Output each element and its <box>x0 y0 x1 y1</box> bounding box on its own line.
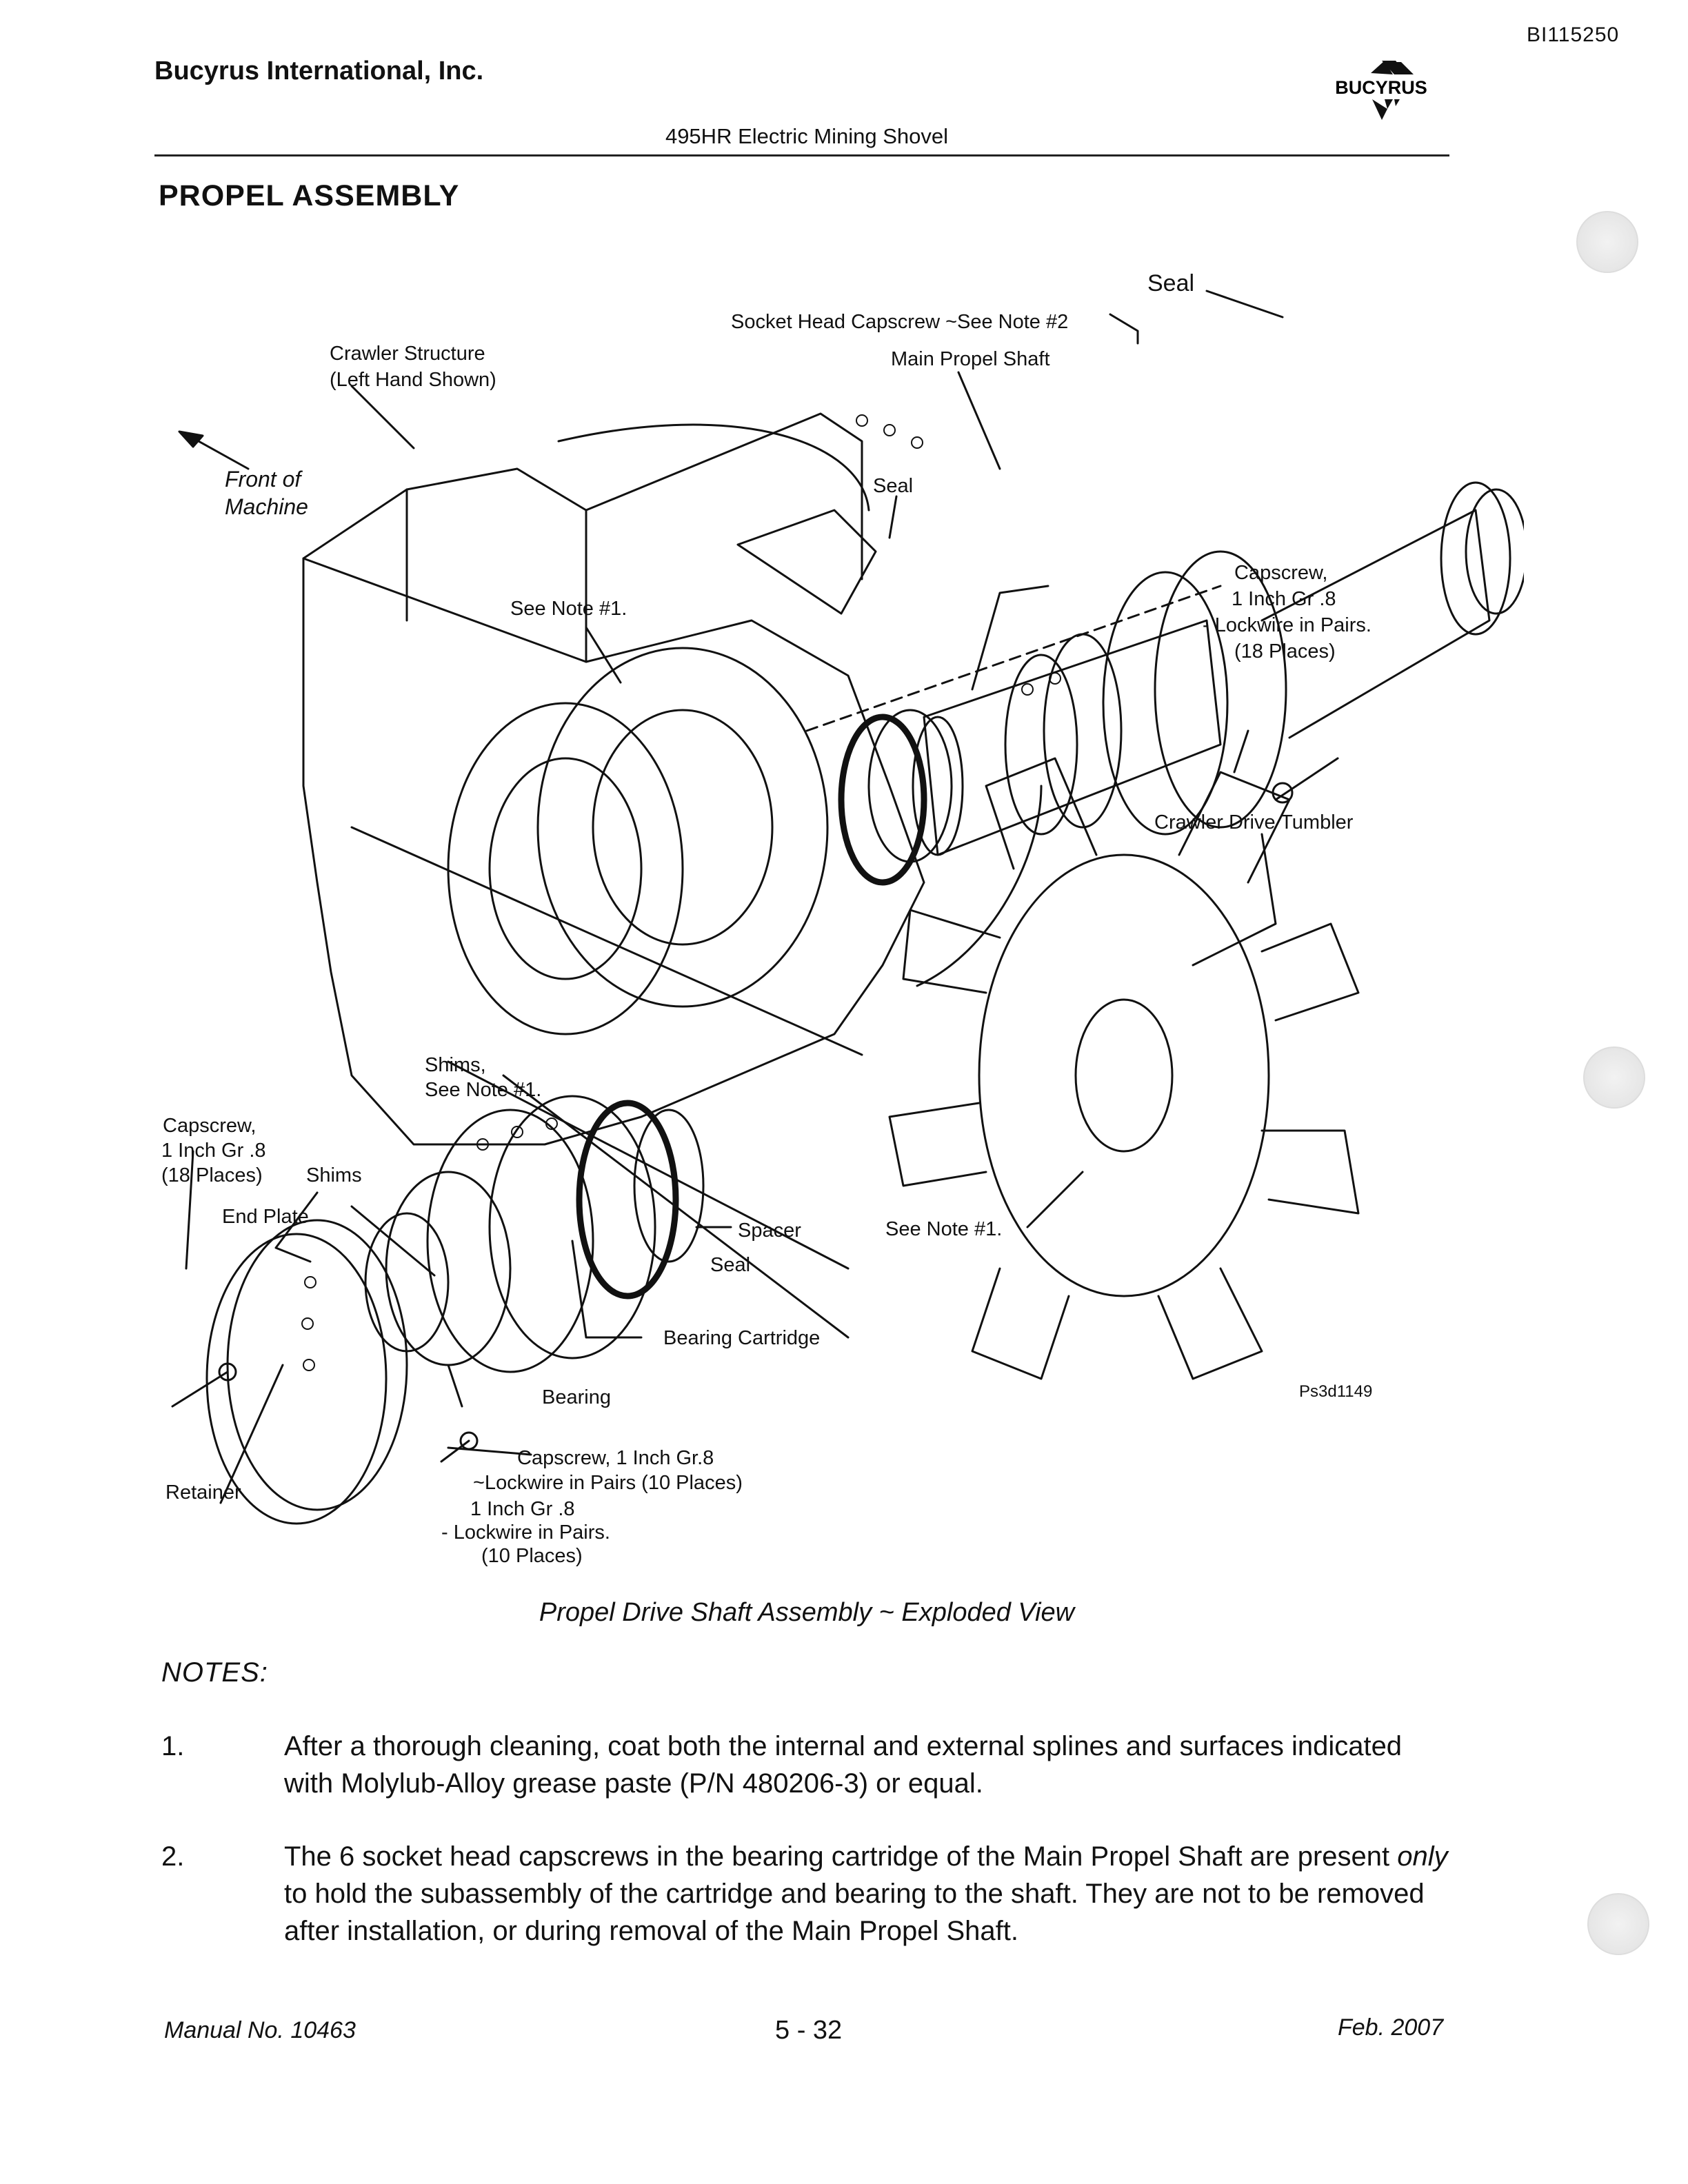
publication-date: Feb. 2007 <box>1338 2014 1444 2041</box>
label-capscrew-right: Capscrew, <box>1234 562 1327 584</box>
note-emphasis: only <box>1397 1841 1448 1872</box>
label-capscrew-bottom: Capscrew, 1 Inch Gr.8 <box>517 1447 714 1469</box>
shaft-splines <box>1004 654 1078 836</box>
label-spacer: Spacer <box>738 1220 801 1242</box>
shaft-spline-end <box>1440 481 1511 636</box>
main-propel-shaft <box>923 619 1222 856</box>
label-figure-ref: Ps3d1149 <box>1299 1382 1372 1401</box>
note-text: The 6 socket head capscrews in the beari… <box>284 1838 1456 1950</box>
company-name: Bucyrus International, Inc. <box>154 57 484 85</box>
label-socket-capscrew: Socket Head Capscrew ~See Note #2 <box>731 311 1068 333</box>
seal-ring-low <box>576 1100 679 1300</box>
page-number: 5 - 32 <box>775 2016 843 2045</box>
label-end-plate: End Plate <box>222 1206 309 1228</box>
label-shims: Shims <box>306 1164 362 1186</box>
note-text-before: The 6 socket head capscrews in the beari… <box>284 1841 1398 1872</box>
label-capscrew-left-grade: 1 Inch Gr .8 <box>161 1140 266 1162</box>
label-shims-note-ref: See Note #1. <box>425 1079 541 1101</box>
spacer <box>633 1109 705 1263</box>
label-see-note-1-top: See Note #1. <box>510 598 627 620</box>
logo-wordmark: BUCYRUS <box>1335 77 1427 98</box>
crawler-drive-tumbler <box>978 853 1270 1297</box>
note-text-after: to hold the subassembly of the cartridge… <box>284 1879 1425 1946</box>
label-see-note-1-tumbler: See Note #1. <box>885 1218 1002 1240</box>
label-capscrew-left: Capscrew, <box>163 1115 256 1137</box>
label-capscrew-bottom-grade: 1 Inch Gr .8 <box>470 1498 575 1520</box>
label-seal-mid: Seal <box>873 475 913 497</box>
label-capscrew-bottom-lockwire-2: - Lockwire in Pairs. <box>441 1521 610 1544</box>
section-title: PROPEL ASSEMBLY <box>159 179 460 212</box>
punch-hole <box>1576 211 1638 273</box>
crawler-structure <box>302 557 925 1146</box>
label-seal-top: Seal <box>1147 270 1194 296</box>
label-main-propel-shaft: Main Propel Shaft <box>891 348 1050 370</box>
figure-caption: Propel Drive Shaft Assembly ~ Exploded V… <box>539 1598 1075 1627</box>
label-left-hand-shown: (Left Hand Shown) <box>330 369 496 391</box>
punch-hole <box>1587 1893 1649 1955</box>
exploded-view-figure: Seal Socket Head Capscrew ~See Note #2 M… <box>161 270 1524 1567</box>
bucyrus-logo: BUCYRUS <box>1335 61 1427 120</box>
note-number: 1. <box>161 1731 185 1761</box>
retainer <box>205 1233 388 1525</box>
label-retainer: Retainer <box>165 1482 241 1504</box>
bearing-cartridge-top <box>1102 571 1229 836</box>
seal-ring-mid <box>838 714 927 886</box>
label-capscrew-right-lockwire: - Lockwire in Pairs. <box>1203 614 1372 636</box>
label-bearing: Bearing <box>542 1386 611 1408</box>
label-shims-see-note: Shims, <box>425 1054 486 1076</box>
label-capscrew-right-places: (18 Places) <box>1234 640 1336 663</box>
label-capscrew-bottom-lockwire: ~Lockwire in Pairs (10 Places) <box>473 1472 743 1494</box>
label-seal-low: Seal <box>710 1254 750 1276</box>
manual-number: Manual No. 10463 <box>164 2017 356 2043</box>
label-machine: Machine <box>225 494 308 519</box>
label-capscrew-left-places: (18 Places) <box>161 1164 263 1186</box>
crawler-bore-outer <box>536 647 829 1008</box>
note-number: 2. <box>161 1841 185 1872</box>
document-subtitle: 495HR Electric Mining Shovel <box>665 124 949 148</box>
label-crawler-drive-tumbler: Crawler Drive Tumbler <box>1154 811 1354 833</box>
label-bearing-cartridge: Bearing Cartridge <box>663 1327 820 1349</box>
bearing-flange-left <box>447 702 684 1035</box>
label-front-of: Front of <box>225 467 303 492</box>
bearing-cartridge-lower <box>426 1109 594 1373</box>
notes-heading: NOTES: <box>161 1657 268 1688</box>
label-crawler-structure: Crawler Structure <box>330 343 485 365</box>
document-id: BI115250 <box>1527 23 1620 46</box>
header-rule <box>154 154 1449 156</box>
punch-hole <box>1583 1046 1645 1109</box>
label-capscrew-bottom-places: (10 Places) <box>481 1545 583 1567</box>
note-text: After a thorough cleaning, coat both the… <box>284 1731 1403 1799</box>
label-capscrew-right-grade: 1 Inch Gr .8 <box>1232 588 1336 610</box>
